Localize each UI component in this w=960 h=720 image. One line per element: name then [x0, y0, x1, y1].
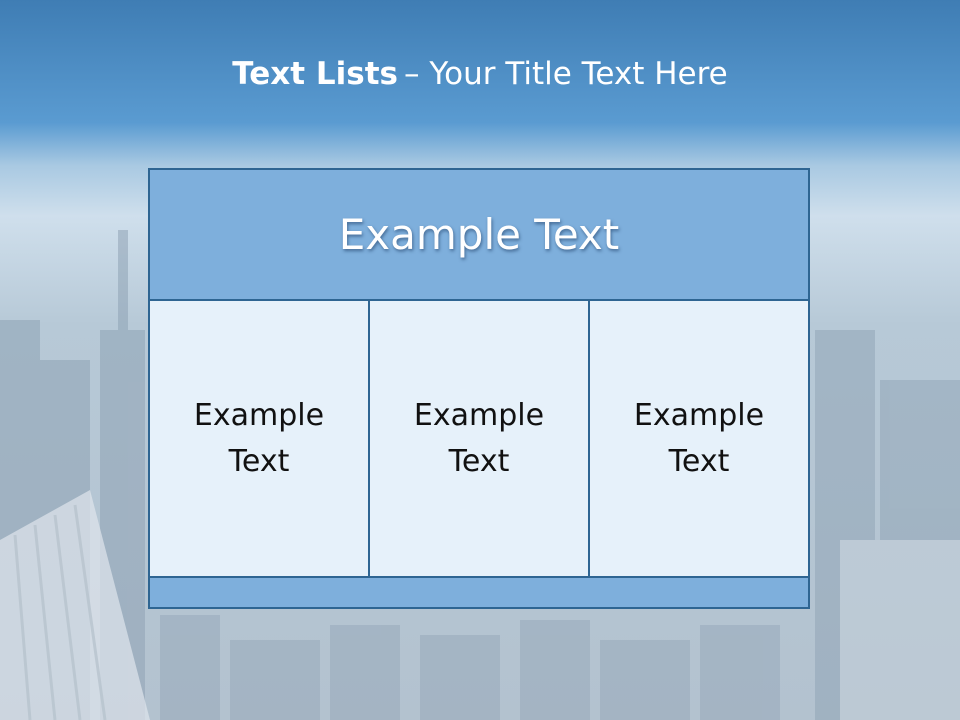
- slide-title-subtitle: – Your Title Text Here: [404, 56, 728, 92]
- slide-title: Text Lists– Your Title Text Here: [0, 52, 960, 96]
- text-list-panel: Example Text Example Text Example Text E…: [148, 168, 810, 609]
- panel-cell-text: Example Text: [413, 397, 545, 479]
- panel-cell-text: Example Text: [193, 397, 325, 479]
- panel-header: Example Text: [150, 170, 808, 301]
- panel-header-text: Example Text: [338, 210, 620, 259]
- panel-footer-bar: [150, 578, 808, 607]
- panel-cell-1: Example Text: [150, 301, 368, 576]
- panel-cell-2: Example Text: [368, 301, 588, 576]
- panel-cell-3: Example Text: [588, 301, 808, 576]
- panel-cells: Example Text Example Text Example Text: [150, 301, 808, 578]
- panel-cell-text: Example Text: [633, 397, 765, 479]
- slide-title-bold: Text Lists: [232, 56, 398, 92]
